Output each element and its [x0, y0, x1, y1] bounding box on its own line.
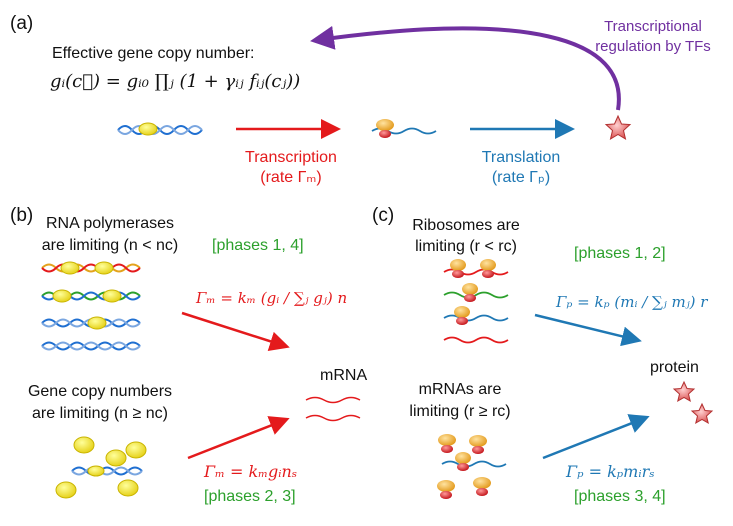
free-ribosomes-icon — [437, 434, 507, 499]
ribo-heading-line2: limiting (r < rᴄ) — [415, 238, 517, 255]
ribo-heading-line1: Ribosomes are — [412, 217, 520, 234]
mrna-strands-icon — [305, 396, 361, 422]
rnap-heading-line2: are limiting (n < nᴄ) — [41, 237, 179, 254]
gene-copy-icons — [55, 436, 147, 499]
rnap-dna-strands — [41, 261, 141, 351]
effective-title: Effective gene copy number: — [52, 45, 255, 62]
rnap-rate-formula: Γₘ = kₘ (gᵢ / ∑ⱼ gⱼ) n — [196, 289, 348, 307]
protein-stars-icon — [672, 380, 714, 425]
gene-heading-line2: are limiting (n ≥ nᴄ) — [32, 405, 168, 422]
protein-label: protein — [650, 359, 699, 376]
mrna-heading-line2: limiting (r ≥ rᴄ) — [409, 403, 511, 420]
top-dna-icon — [117, 122, 203, 136]
rnap-transcription-arrow — [181, 311, 290, 351]
panel-label-c: (c) — [372, 205, 395, 226]
mrna-label: mRNA — [320, 367, 368, 384]
phases-3-4-label: [phases 3, 4] — [574, 488, 666, 505]
gene-transcription-arrow — [187, 416, 290, 460]
mrna-translation-arrow — [542, 414, 650, 460]
top-protein-star — [604, 114, 632, 141]
translation-rate: (rate Γₚ) — [491, 169, 551, 186]
rnap-heading-line1: RNA polymerases — [45, 215, 175, 232]
ribo-rate-formula: Γₚ = kₚ (mᵢ / ∑ⱼ mⱼ) r — [556, 293, 708, 311]
regulation-label-line1: Transcriptional — [604, 18, 702, 35]
regulation-arrow — [310, 25, 621, 111]
panel-label-a: (a) — [10, 13, 34, 34]
transcription-label: Transcription — [245, 149, 337, 166]
top-ribosome-icon — [371, 119, 437, 138]
gene-rate-formula: Γₘ = kₘgᵢnₛ — [204, 462, 298, 481]
translation-label: Translation — [481, 149, 561, 166]
mrna-heading-line1: mRNAs are — [418, 381, 502, 398]
phases-2-3-label: [phases 2, 3] — [204, 488, 296, 505]
mrna-rate-formula: Γₚ = kₚmᵢrₛ — [566, 462, 655, 481]
gene-heading-line1: Gene copy numbers — [27, 383, 173, 400]
phases-1-2-label: [phases 1, 2] — [574, 245, 666, 262]
ribosome-mrna-strands — [443, 259, 509, 344]
ribo-translation-arrow — [534, 313, 642, 347]
effective-formula: gᵢ(c⃗) = gᵢ₀ ∏ⱼ (1 + γᵢⱼ fᵢⱼ(cⱼ)) — [50, 71, 301, 92]
panel-label-b: (b) — [10, 205, 34, 226]
regulation-label-line2: regulation by TFs — [595, 38, 711, 55]
transcription-rate: (rate Γₘ) — [260, 169, 322, 186]
phases-1-4-label: [phases 1, 4] — [212, 237, 304, 254]
